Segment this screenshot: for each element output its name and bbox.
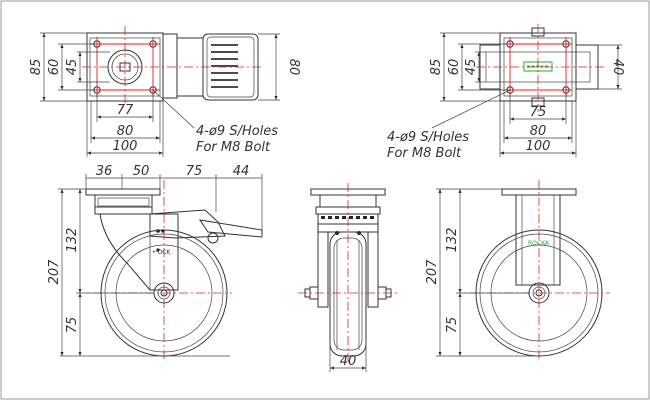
dim-45: 45: [65, 59, 80, 76]
dim-207: 207: [425, 259, 440, 285]
brand-mark: •·OCK: [152, 249, 171, 256]
dim-75: 75: [186, 164, 203, 179]
dim-85: 85: [429, 59, 444, 76]
dim-100: 100: [113, 139, 138, 154]
dim-40: 40: [340, 354, 357, 369]
side-view-fixed: ROCKA 207 132 75: [425, 180, 610, 362]
dim-36: 36: [96, 164, 113, 179]
dim-132: 132: [65, 228, 80, 253]
side-view-brake: •·OCK 36 50 75 44 207 132 75: [47, 164, 263, 362]
dim-44: 44: [233, 164, 250, 179]
top-view-fixed: 85 60 45 75 80 100 40 4-ø9 S/Holes For M…: [387, 24, 625, 161]
dim-77: 77: [117, 103, 134, 118]
dim-50: 50: [133, 164, 150, 179]
dim-40: 40: [610, 59, 625, 76]
dim-60: 60: [447, 59, 462, 76]
top-view-swivel: 85 60 45 77 80 100 80 4-ø9 S/Holes For M…: [29, 26, 301, 157]
dim-80: 80: [530, 124, 547, 139]
dim-75-axle: 75: [445, 317, 460, 334]
dim-132: 132: [445, 228, 460, 253]
hole-note-line2: For M8 Bolt: [196, 140, 271, 155]
dim-80-pedal: 80: [286, 59, 301, 76]
hole-note-line1: 4-ø9 S/Holes: [387, 130, 469, 145]
dim-45: 45: [464, 59, 479, 76]
dim-75: 75: [530, 105, 547, 120]
dim-100: 100: [526, 139, 551, 154]
dim-85: 85: [29, 59, 44, 76]
dim-207: 207: [47, 259, 62, 285]
dim-80: 80: [117, 124, 134, 139]
hole-note-line2: For M8 Bolt: [387, 146, 462, 161]
dim-75-axle: 75: [65, 317, 80, 334]
front-view: 40: [298, 183, 398, 372]
dim-60: 60: [47, 59, 62, 76]
hole-note-line1: 4-ø9 S/Holes: [196, 124, 278, 139]
